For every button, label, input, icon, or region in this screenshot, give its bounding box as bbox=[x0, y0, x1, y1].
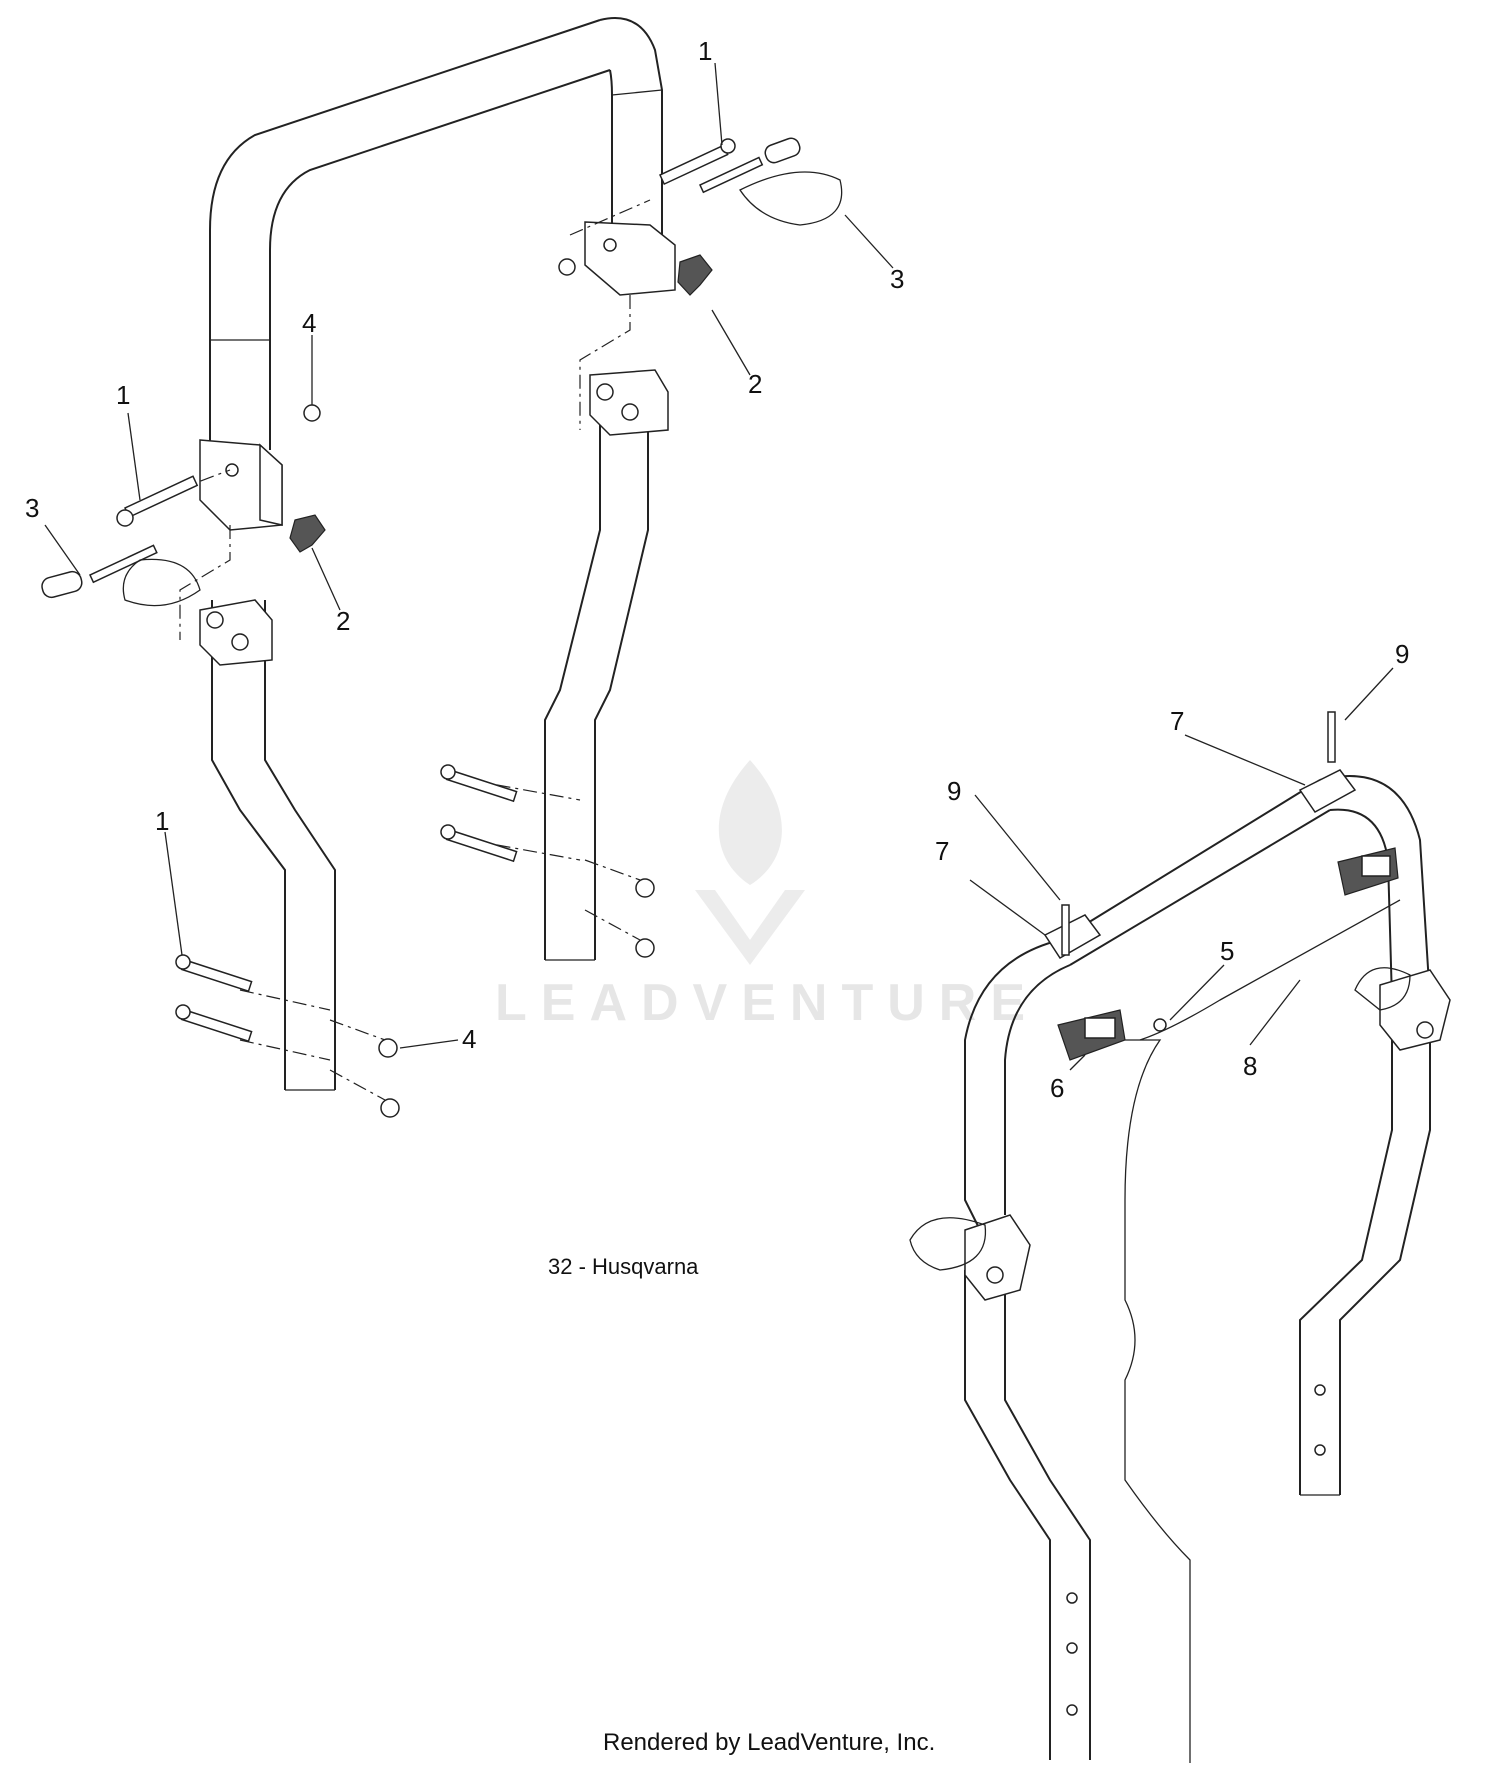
strap-right bbox=[1298, 769, 1357, 813]
work-light-left bbox=[1057, 1009, 1126, 1061]
bolt-9-left bbox=[1061, 904, 1070, 956]
nut-right-1 bbox=[635, 878, 655, 898]
callout-4-low: 4 bbox=[462, 1024, 476, 1054]
callout-7-right: 7 bbox=[1170, 706, 1184, 736]
watermark: LEADVENTURE bbox=[495, 760, 1039, 1032]
bolt-top bbox=[659, 138, 736, 186]
nut-lower-1 bbox=[378, 1038, 398, 1058]
nut-left-upper bbox=[303, 404, 321, 422]
watermark-text: LEADVENTURE bbox=[495, 974, 1039, 1032]
knob-lower bbox=[289, 514, 326, 553]
callout-6: 6 bbox=[1050, 1073, 1064, 1103]
watermark-v-icon bbox=[695, 890, 805, 965]
knob-upper bbox=[677, 254, 713, 296]
nut-right-upper bbox=[558, 258, 576, 276]
nut-5 bbox=[1153, 1018, 1167, 1032]
bolt-left bbox=[116, 475, 199, 527]
side-bracket-left bbox=[909, 1214, 1031, 1301]
hitch-pin-left bbox=[41, 544, 201, 607]
callout-2-left: 2 bbox=[336, 606, 350, 636]
hitch-pins bbox=[41, 137, 843, 607]
callout-8: 8 bbox=[1243, 1051, 1257, 1081]
rollbar-lower-left-leg bbox=[199, 599, 336, 1091]
callout-1-low: 1 bbox=[155, 806, 169, 836]
strap-left bbox=[1043, 914, 1102, 960]
bolt-right-1 bbox=[440, 764, 518, 803]
callout-1-left: 1 bbox=[116, 380, 130, 410]
callout-1-top: 1 bbox=[698, 36, 712, 66]
diagram-caption: 32 - Husqvarna bbox=[548, 1254, 699, 1279]
assembly-alignment-lines bbox=[149, 199, 651, 1101]
rollbar-lower-right-leg bbox=[544, 369, 669, 961]
footer-credit: Rendered by LeadVenture, Inc. bbox=[603, 1729, 935, 1756]
bolts bbox=[116, 138, 736, 1043]
right-upper-bracket bbox=[584, 221, 676, 296]
left-upper-bracket bbox=[199, 439, 283, 531]
rollbar-upper-hoop bbox=[209, 17, 663, 450]
callout-4-left: 4 bbox=[302, 308, 316, 338]
callout-2-top: 2 bbox=[748, 369, 762, 399]
callout-5: 5 bbox=[1220, 936, 1234, 966]
callout-7-left: 7 bbox=[935, 836, 949, 866]
callout-3-top: 3 bbox=[890, 264, 904, 294]
bolt-right-2 bbox=[440, 824, 518, 863]
nut-right-2 bbox=[635, 938, 655, 958]
hitch-pin-top bbox=[699, 137, 843, 226]
nut-lower-2 bbox=[380, 1098, 400, 1118]
rollbar-assembled bbox=[909, 711, 1451, 1763]
wire-harness bbox=[1124, 1039, 1191, 1763]
knobs bbox=[289, 254, 713, 553]
callout-9-right: 9 bbox=[1395, 639, 1409, 669]
bolt-lower-2 bbox=[175, 1004, 253, 1043]
callout-9-left: 9 bbox=[947, 776, 961, 806]
work-light-right bbox=[1337, 847, 1399, 896]
side-bracket-right bbox=[1354, 967, 1451, 1051]
watermark-flame-icon bbox=[718, 760, 782, 885]
leader-lines bbox=[44, 62, 1394, 1071]
callout-labels: 1 3 2 4 1 3 2 1 4 9 7 9 7 5 6 8 bbox=[25, 36, 1409, 1103]
bolt-9-right bbox=[1327, 711, 1336, 763]
callout-3-left: 3 bbox=[25, 493, 39, 523]
bolt-lower-1 bbox=[175, 954, 253, 993]
